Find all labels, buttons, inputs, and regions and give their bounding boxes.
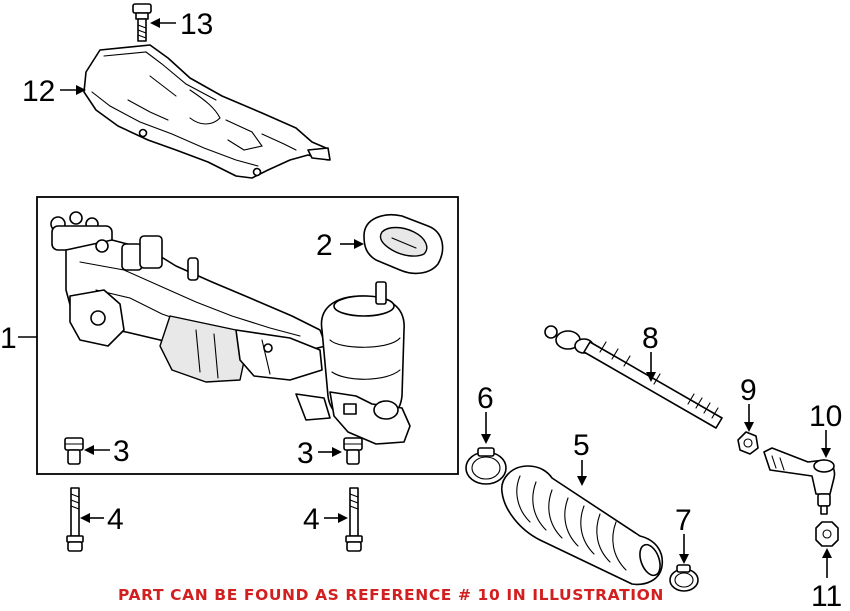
callout-2: 2 xyxy=(316,229,333,262)
callout-7: 7 xyxy=(675,504,692,537)
callout-8: 8 xyxy=(642,322,659,355)
part-2-seal xyxy=(363,214,444,275)
reference-notice: PART CAN BE FOUND AS REFERENCE # 10 IN I… xyxy=(118,586,664,604)
part-8-inner-tie-rod xyxy=(544,325,723,429)
part-9-jam-nut xyxy=(737,431,759,455)
callout-12: 12 xyxy=(22,75,55,108)
part-4-bolt-right xyxy=(345,487,363,552)
callout-4-left: 4 xyxy=(107,503,124,536)
part-4-bolt-left xyxy=(66,487,84,552)
callout-1: 1 xyxy=(0,322,17,355)
assembly-box xyxy=(36,196,459,475)
leader-lines xyxy=(18,18,832,578)
callout-5: 5 xyxy=(573,429,590,462)
callout-9: 9 xyxy=(740,374,757,407)
callout-11: 11 xyxy=(811,580,842,611)
part-6-clamp xyxy=(465,447,507,485)
part-7-clamp xyxy=(669,564,699,592)
part-11-nut xyxy=(815,521,839,547)
callout-3-left: 3 xyxy=(113,435,130,468)
part-3-nut-left xyxy=(64,437,84,465)
callout-4-right: 4 xyxy=(303,503,320,536)
part-3-nut-right xyxy=(343,437,363,465)
callout-6: 6 xyxy=(477,382,494,415)
steering-gear-assembly xyxy=(50,211,411,445)
callout-3-right: 3 xyxy=(297,437,314,470)
part-12-heat-shield xyxy=(83,44,331,179)
callout-10: 10 xyxy=(809,400,842,433)
part-13-bolt xyxy=(132,3,152,42)
part-10-outer-tie-rod-end xyxy=(763,447,836,515)
part-5-boot xyxy=(501,465,664,586)
callout-13: 13 xyxy=(180,8,213,41)
